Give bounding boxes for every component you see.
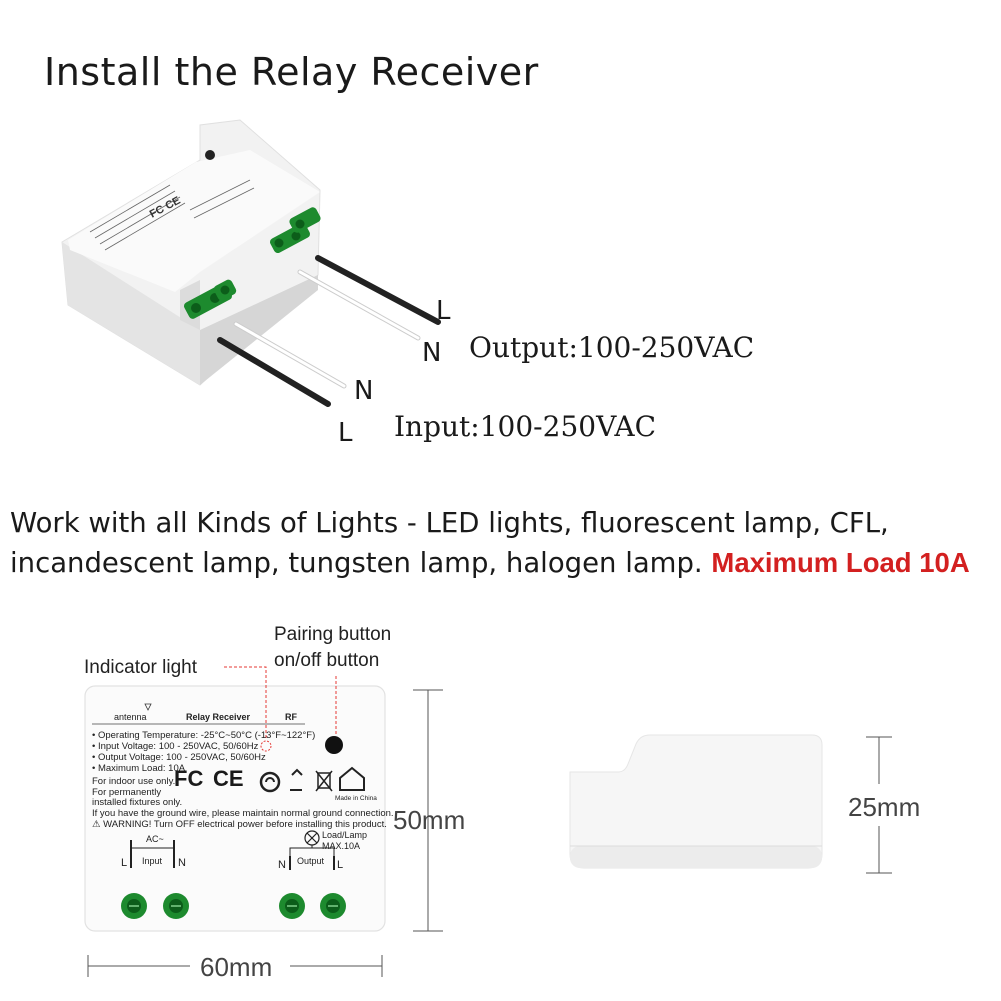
height-dimension: 50mm <box>393 805 466 835</box>
front-terminals <box>121 893 346 919</box>
spec-line-1: • Operating Temperature: -25°C~50°C (-13… <box>92 730 316 741</box>
ground-note: If you have the ground wire, please main… <box>92 808 394 819</box>
input-L-label: L <box>338 418 353 448</box>
warning-note: ⚠ WARNING! Turn OFF electrical power bef… <box>92 819 387 830</box>
depth-dimension: 25mm <box>848 792 921 822</box>
onoff-button-callout: on/off button <box>274 650 380 671</box>
relay-body-front <box>200 275 318 385</box>
device-name: Relay Receiver <box>186 712 251 722</box>
output-L-label: L <box>436 296 451 326</box>
description-line-1: Work with all Kinds of Lights - LED ligh… <box>10 507 889 539</box>
fc-mark: FC <box>174 766 204 791</box>
indicator-light-callout: Indicator light <box>84 657 198 678</box>
rf-label: RF <box>285 712 297 722</box>
dimension-lines <box>87 689 892 977</box>
input-L-marker: L <box>121 857 128 869</box>
description-line-2: incandescent lamp, tungsten lamp, haloge… <box>10 547 970 579</box>
indicator-light <box>260 740 272 752</box>
spec-line-4: • Maximum Load: 10A <box>92 763 186 774</box>
spec-line-2: • Input Voltage: 100 - 250VAC, 50/60Hz <box>92 741 259 752</box>
indicator-callout-line <box>224 666 267 740</box>
max-load-label: MAX.10A <box>322 841 361 851</box>
pairing-button <box>325 736 343 754</box>
output-spec: Output:100-250VAC <box>469 331 755 364</box>
page-title: Install the Relay Receiver <box>44 50 539 94</box>
output-N-label: N <box>422 338 442 368</box>
permanent-note-1: For permanently <box>92 787 162 798</box>
input-N-label: N <box>354 376 374 406</box>
output-N-marker: N <box>278 859 286 871</box>
antenna-label: antenna <box>114 712 147 722</box>
iso-wires <box>217 255 441 407</box>
load-lamp-label: Load/Lamp <box>322 830 368 840</box>
relay-front-view <box>84 685 386 932</box>
input-N-marker: N <box>178 857 186 869</box>
relay-side-view <box>569 734 823 869</box>
relay-body-left <box>62 242 200 385</box>
max-load-highlight: Maximum Load 10A <box>711 547 970 578</box>
pairing-button-iso <box>205 150 215 160</box>
width-dimension: 60mm <box>200 952 273 982</box>
pairing-button-callout: Pairing button <box>274 624 392 645</box>
ac-label: AC~ <box>146 834 164 844</box>
output-L-marker: L <box>337 859 344 871</box>
indoor-note: For indoor use only. <box>92 776 176 787</box>
ce-mark: CE <box>213 766 244 791</box>
cert-icons <box>259 766 365 793</box>
spec-line-3: • Output Voltage: 100 - 250VAC, 50/60Hz <box>92 752 266 763</box>
made-in-label: Made in China <box>335 795 377 802</box>
input-spec: Input:100-250VAC <box>394 410 657 443</box>
description: Work with all Kinds of Lights - LED ligh… <box>10 503 995 583</box>
output-label: Output <box>297 856 325 866</box>
iso-terminals <box>183 207 321 319</box>
input-label: Input <box>142 856 163 866</box>
permanent-note-2: installed fixtures only. <box>92 797 183 808</box>
